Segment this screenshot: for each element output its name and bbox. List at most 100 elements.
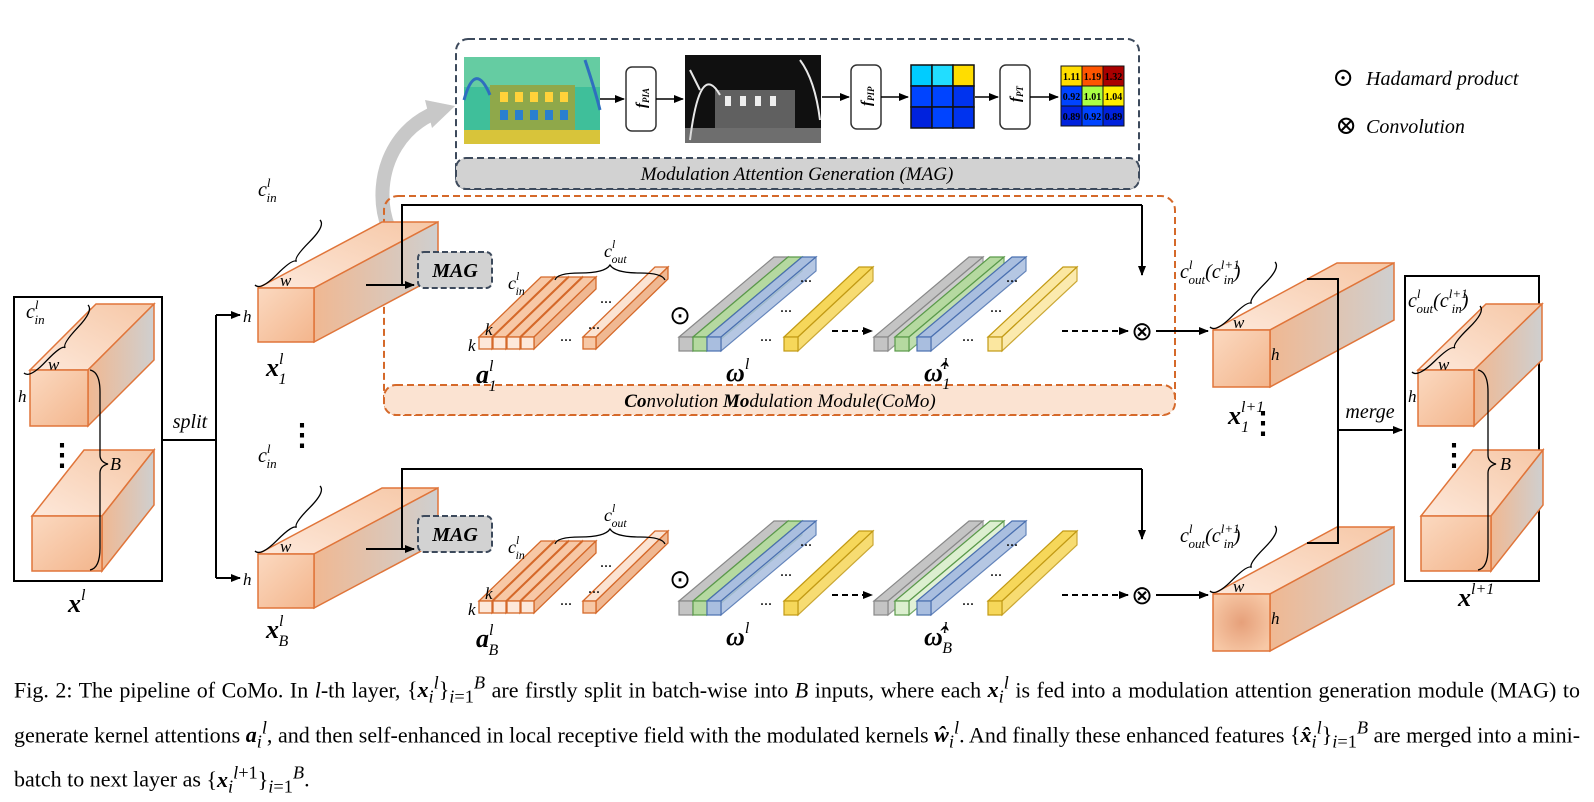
x-next-B-h: h (1271, 609, 1280, 628)
a-k-side: k (485, 320, 493, 339)
caption-text-9: . (304, 766, 310, 792)
skip-line-1 (366, 204, 1142, 286)
output-B-brace (1477, 369, 1497, 571)
a-base: a (476, 624, 489, 653)
x-B-c-sub: in (267, 456, 277, 471)
hadamard-icon: ⊙ (669, 301, 691, 331)
cube-front (1417, 369, 1475, 427)
omega-hat-kernel-yellow-front (987, 600, 1003, 616)
legend-convolution-label: Convolution (1366, 116, 1465, 138)
caption-text-2: -th layer, (320, 677, 407, 703)
omega-dots-2: ... (780, 299, 792, 316)
omega-label-B: ωl (726, 620, 750, 651)
omega-kernel-yellow-front (783, 600, 799, 616)
a-sup: l (489, 622, 494, 639)
convolution-icon: ⊗ (1131, 581, 1153, 611)
a-dots-2: ... (600, 554, 612, 571)
attention-grid (910, 64, 975, 129)
caption-math-x-set: {xil}i=1B (406, 673, 486, 707)
omega-kernel-yellow-front (783, 336, 799, 352)
x-1-c-sup: l (267, 175, 271, 190)
omega-kernel-blue-front (706, 600, 722, 616)
input-cube-top (28, 302, 156, 428)
omega-hat-kernel-blue-front (916, 336, 932, 352)
output-c-brace (1411, 305, 1483, 375)
omega-base: ω (726, 358, 745, 387)
x-B-w: w (280, 537, 292, 556)
matrix-value: 1.11 (1063, 72, 1080, 83)
matrix-value: 0.89 (1105, 112, 1123, 123)
x-1-brace (254, 219, 323, 288)
attention-kernel-front (492, 336, 507, 350)
caption-math-wi: ŵil (934, 717, 960, 752)
mag-block-label-1: MAG (431, 260, 478, 282)
a-dots-3: ... (588, 580, 600, 597)
a-k-front: k (468, 600, 476, 619)
a-cin-1-c: c (508, 273, 516, 293)
como-pipeline-diagram: ⊙ Hadamard product ⊗ Convolution Modulat… (13, 38, 1545, 659)
xo-sup: l+1 (1471, 581, 1494, 598)
output-cube-bottom (1419, 447, 1545, 574)
cube-front (257, 553, 315, 609)
paren-close: ) (1233, 525, 1241, 547)
como-panel: Convolution Modulation Module(CoMo) (383, 195, 1176, 416)
paren-close: ) (1233, 261, 1241, 283)
caption-l: l (314, 677, 321, 703)
cube-front (1212, 593, 1271, 652)
grid-cell (910, 64, 933, 87)
skip-line-B (366, 468, 1142, 550)
x-B-c-c: c (258, 445, 267, 467)
omega-hat-kernel-yellow-front (987, 336, 1003, 352)
omega-kernel-green-front (692, 336, 708, 352)
omega-dots-3: ... (760, 328, 772, 345)
c2-sup: l+1 (1221, 257, 1240, 272)
a-cin-1-sup: l (516, 270, 519, 283)
matrix-value: 0.92 (1063, 92, 1081, 103)
caption-B: B (794, 677, 809, 703)
a-cout-brace-B (554, 527, 666, 545)
caption-math-ai: ail (245, 717, 267, 752)
c2-sub: in (1224, 272, 1234, 287)
input-c-label-sup: l (35, 297, 39, 312)
split-h-bottom: h (243, 570, 252, 589)
matrix-value: 0.89 (1063, 112, 1081, 123)
x-sup: l (279, 613, 284, 630)
matrix-cell (1102, 105, 1125, 127)
a-dots-1: ... (560, 328, 572, 345)
output-x-label: xl+1 (1457, 581, 1494, 612)
omega-sup: l (745, 356, 750, 373)
xn-base: x (1227, 401, 1241, 430)
attention-kernel-last-front (582, 600, 597, 614)
x-next-B-cube (1212, 525, 1395, 653)
a-cout-B-c: c (604, 505, 612, 525)
mag-title: Modulation Attention Generation (MAG) (640, 164, 954, 185)
output-w-label: w (1438, 355, 1450, 374)
x-base: x (265, 615, 279, 644)
x-next-1-cube (1212, 261, 1395, 389)
merge-bracket (1307, 278, 1339, 544)
caption-text-4: inputs, where each (808, 677, 988, 703)
input-x-label: xl (67, 587, 86, 618)
cube-front (1420, 515, 1492, 572)
matrix-value: 0.92 (1084, 112, 1102, 123)
grid-cell (931, 64, 954, 87)
c2: c (1440, 290, 1449, 312)
a-sub: B (488, 642, 498, 659)
omega-kernel-gray-front (678, 600, 694, 616)
c2-sub: in (1452, 301, 1462, 316)
c1: c (1180, 525, 1189, 547)
paren-close: ) (1461, 290, 1469, 312)
omega-hat-sup: l (943, 620, 948, 637)
output-B-label: B (1500, 454, 1511, 474)
x-sub: 1 (278, 371, 286, 388)
mag-block-1 (417, 251, 493, 289)
attention-kernel-last-front (582, 336, 597, 350)
